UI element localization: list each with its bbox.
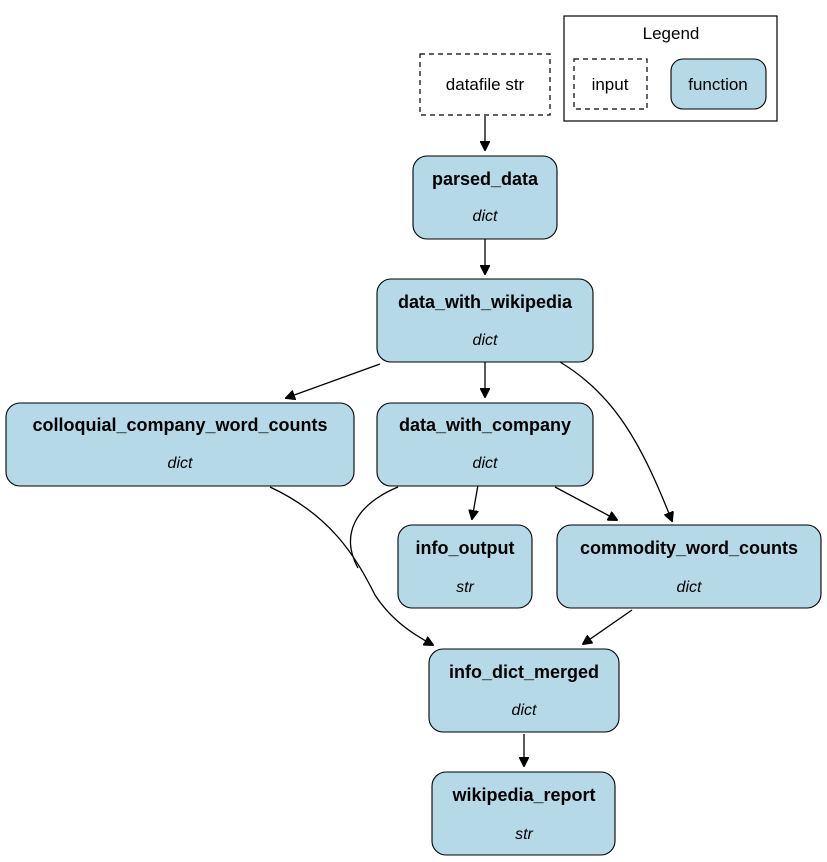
node-type-label: dict xyxy=(473,332,498,349)
edge-data-with-wikipedia-to-colloquial-company-word-counts xyxy=(286,363,381,398)
legend-input-label: input xyxy=(592,75,629,94)
edge-data-with-wikipedia-to-commodity-word-counts xyxy=(559,361,672,521)
node-name-label: info_output xyxy=(416,538,515,558)
edge-commodity-word-counts-to-info-dict-merged xyxy=(583,609,633,644)
node-name-label: parsed_data xyxy=(432,169,539,189)
node-type-label: str xyxy=(515,826,533,843)
legend: Legend input function xyxy=(563,15,778,122)
node-type-label: dict xyxy=(473,208,498,225)
edge-data-with-company-to-commodity-word-counts xyxy=(554,486,617,520)
node-name-label: data_with_wikipedia xyxy=(398,292,573,312)
node-wikipedia-report[interactable]: wikipedia_report str xyxy=(431,771,616,856)
node-info-output[interactable]: info_output str xyxy=(397,524,533,609)
node-commodity-word-counts[interactable]: commodity_word_counts dict xyxy=(556,524,822,609)
node-type-label: dict xyxy=(677,579,702,596)
node-name-label: info_dict_merged xyxy=(449,662,599,682)
node-name-label: colloquial_company_word_counts xyxy=(32,415,327,435)
legend-function-label: function xyxy=(688,75,748,94)
node-colloquial-company-word-counts[interactable]: colloquial_company_word_counts dict xyxy=(5,402,355,487)
node-name-label: data_with_company xyxy=(399,415,571,435)
edge-data-with-company-to-info-dict-merged xyxy=(349,486,399,569)
node-parsed-data[interactable]: parsed_data dict xyxy=(412,155,558,240)
node-name-label: commodity_word_counts xyxy=(580,538,798,558)
input-node-label: datafile str xyxy=(446,75,525,94)
edges xyxy=(269,116,672,766)
edge-data-with-company-to-info-output xyxy=(472,484,479,519)
node-type-label: dict xyxy=(473,455,498,472)
node-info-dict-merged[interactable]: info_dict_merged dict xyxy=(428,648,620,733)
node-data-with-wikipedia[interactable]: data_with_wikipedia dict xyxy=(376,278,594,363)
node-name-label: wikipedia_report xyxy=(451,785,595,805)
node-type-label: dict xyxy=(512,702,537,719)
node-data-with-company[interactable]: data_with_company dict xyxy=(376,402,594,487)
legend-title: Legend xyxy=(643,24,700,43)
input-node-datafile[interactable]: datafile str xyxy=(419,53,551,116)
node-type-label: dict xyxy=(168,455,193,472)
edge-colloquial-company-word-counts-to-info-dict-merged xyxy=(269,486,433,645)
node-type-label: str xyxy=(456,579,474,596)
